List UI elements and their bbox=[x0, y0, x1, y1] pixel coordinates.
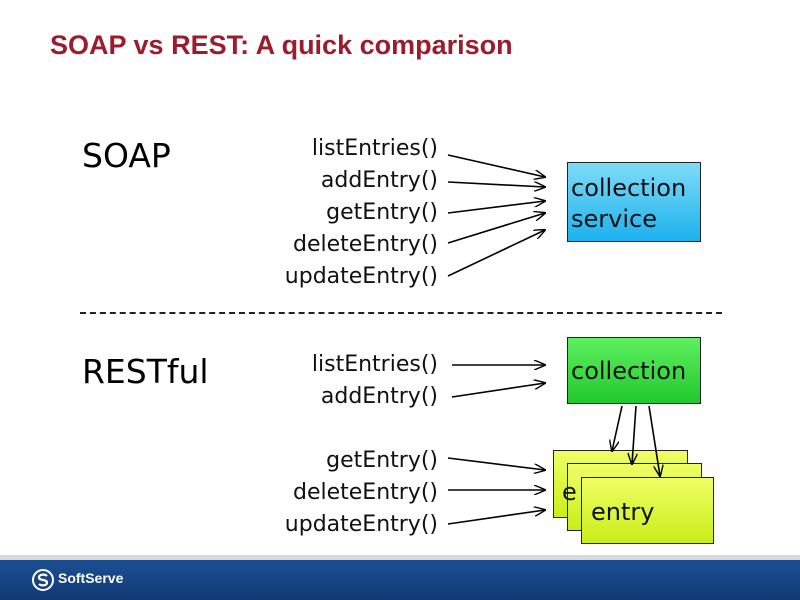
footer-accent-strip bbox=[0, 555, 800, 560]
soap-method-list-entries: listEntries() bbox=[311, 136, 438, 161]
soap-method-add-entry: addEntry() bbox=[320, 168, 438, 193]
collection-entry-arrow-3 bbox=[648, 405, 660, 476]
collection-service-line-1: collection bbox=[571, 174, 687, 202]
soap-arrow-delete bbox=[447, 213, 545, 244]
collection-box: collection bbox=[567, 337, 701, 404]
collection-entry-arrow-2 bbox=[632, 405, 636, 464]
entry-box-front: entry bbox=[581, 477, 714, 544]
section-divider bbox=[80, 312, 722, 314]
soap-label: SOAP bbox=[82, 136, 171, 175]
collection-entry-arrow-1 bbox=[612, 405, 623, 451]
soap-arrow-list bbox=[447, 154, 545, 177]
rest-method-get-entry: getEntry() bbox=[326, 448, 438, 473]
restful-label: RESTful bbox=[82, 352, 209, 391]
footer-bar bbox=[0, 560, 800, 600]
softserve-logo-icon bbox=[32, 569, 54, 591]
rest-arrow-add bbox=[451, 383, 545, 398]
collection-service-line-2: service bbox=[571, 205, 657, 233]
rest-method-update-entry: updateEntry() bbox=[284, 512, 438, 537]
soap-method-update-entry: updateEntry() bbox=[284, 264, 438, 289]
rest-method-list-entries: listEntries() bbox=[311, 352, 438, 377]
rest-arrow-get bbox=[447, 457, 545, 470]
collection-service-box: collection service bbox=[567, 162, 701, 242]
soap-method-get-entry: getEntry() bbox=[326, 200, 438, 225]
rest-arrow-update bbox=[447, 510, 545, 525]
rest-method-add-entry: addEntry() bbox=[320, 384, 438, 409]
soap-method-delete-entry: deleteEntry() bbox=[292, 232, 438, 257]
rest-method-delete-entry: deleteEntry() bbox=[292, 480, 438, 505]
footer-brand: SoftServe bbox=[58, 570, 124, 586]
soap-arrow-add bbox=[447, 181, 545, 187]
soap-arrow-update bbox=[447, 230, 545, 277]
entry-box-peek-letter: e bbox=[562, 478, 577, 506]
slide-title: SOAP vs REST: A quick comparison bbox=[50, 30, 513, 60]
soap-arrow-get bbox=[447, 201, 545, 214]
